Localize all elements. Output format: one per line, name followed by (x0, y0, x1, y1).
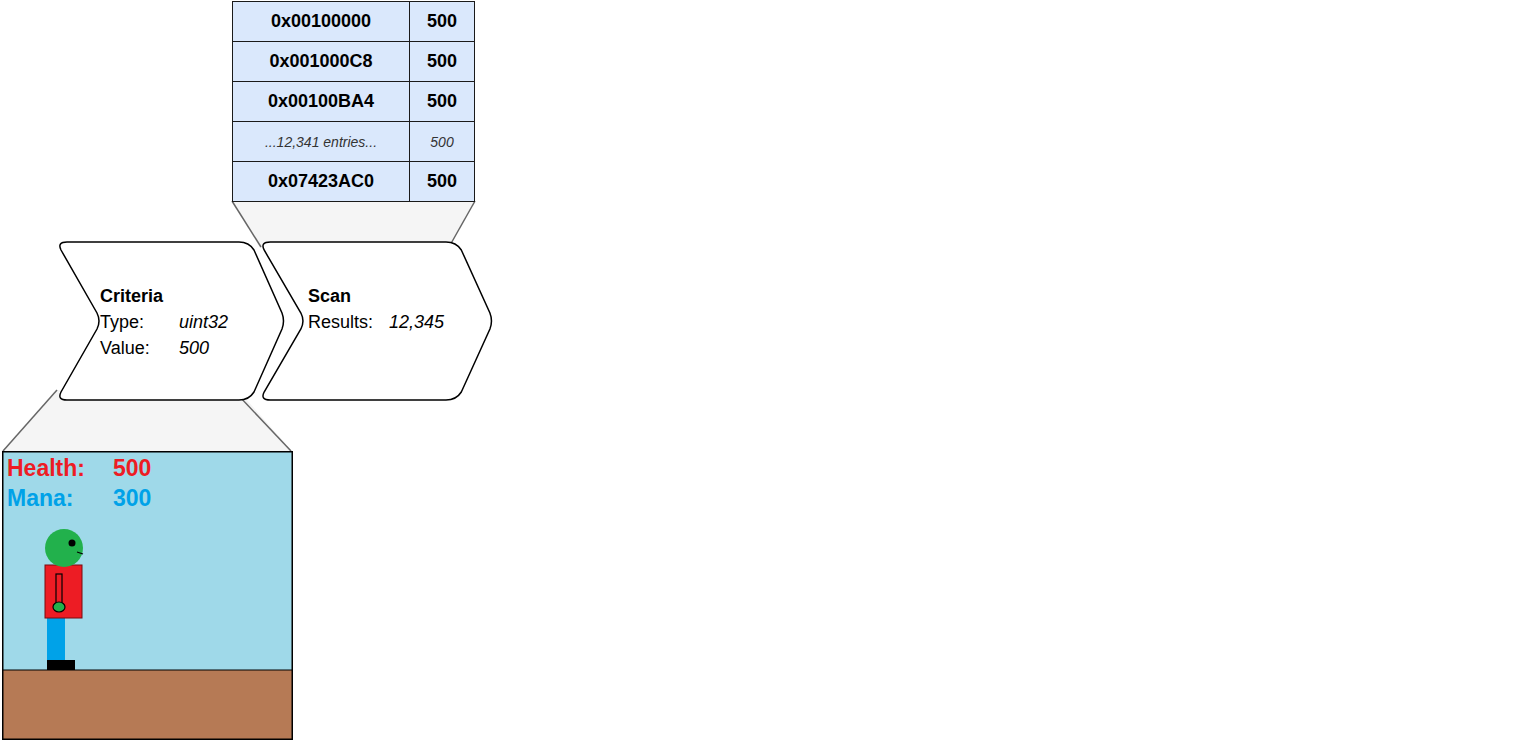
screen-border (3, 452, 293, 740)
address-text: 0x00100000 (271, 11, 371, 32)
value-text: 500 (427, 51, 457, 72)
address-cell: 0x07423AC0 (232, 161, 410, 202)
value-cell: 500 (409, 121, 475, 162)
stat-name: Mana: (7, 485, 73, 511)
value-cell: 500 (409, 81, 475, 122)
value-cell: 500 (409, 41, 475, 82)
criteria-step: CriteriaType: uint32Value: 500 (55, 241, 285, 401)
address-text: 0x07423AC0 (268, 171, 374, 192)
character-eye (69, 540, 76, 547)
value-text: 500 (430, 134, 453, 150)
step-heading: Criteria (100, 285, 163, 307)
funnel-line (239, 396, 291, 451)
field-value: 500 (179, 337, 209, 359)
address-text: 0x001000C8 (269, 51, 372, 72)
value-text: 500 (427, 91, 457, 112)
address-text: ...12,341 entries... (265, 134, 377, 150)
address-cell: 0x00100BA4 (232, 81, 410, 122)
scan-step: ScanResults: 12,345 (258, 241, 493, 401)
step-heading: Scan (308, 285, 351, 307)
funnel-line (3, 390, 57, 451)
address-cell: 0x001000C8 (232, 41, 410, 82)
field-name: Value: (100, 337, 150, 359)
value-cell: 500 (409, 161, 475, 202)
address-cell: 0x00100000 (232, 1, 410, 42)
chevron-path (263, 242, 492, 400)
ground (2, 670, 293, 740)
ground-line (2, 670, 293, 671)
stat-value: 300 (113, 485, 151, 511)
funnel-line (232, 201, 261, 247)
chevron-outline (258, 241, 493, 401)
character-mouth (77, 552, 83, 554)
table-funnel (232, 201, 475, 248)
character-legs (47, 618, 65, 663)
sky (2, 451, 293, 740)
field-value: uint32 (179, 311, 228, 333)
value-cell: 500 (409, 1, 475, 42)
field-name: Results: (308, 311, 373, 333)
character-foot (47, 660, 75, 670)
game-screen: Health: 500Mana: 300 (2, 451, 293, 740)
stat-value: 500 (113, 455, 151, 481)
chevron-outline (55, 241, 285, 401)
character-head (45, 529, 83, 567)
value-text: 500 (427, 11, 457, 32)
value-text: 500 (427, 171, 457, 192)
field-name: Type: (100, 311, 144, 333)
character-body (45, 565, 82, 618)
funnel-line (449, 201, 475, 247)
stat-name: Health: (7, 455, 85, 481)
thermometer-bulb (53, 602, 65, 612)
field-value: 12,345 (389, 311, 444, 333)
address-cell: ...12,341 entries... (232, 121, 410, 162)
chevron-path (60, 242, 284, 400)
address-text: 0x00100BA4 (268, 91, 374, 112)
